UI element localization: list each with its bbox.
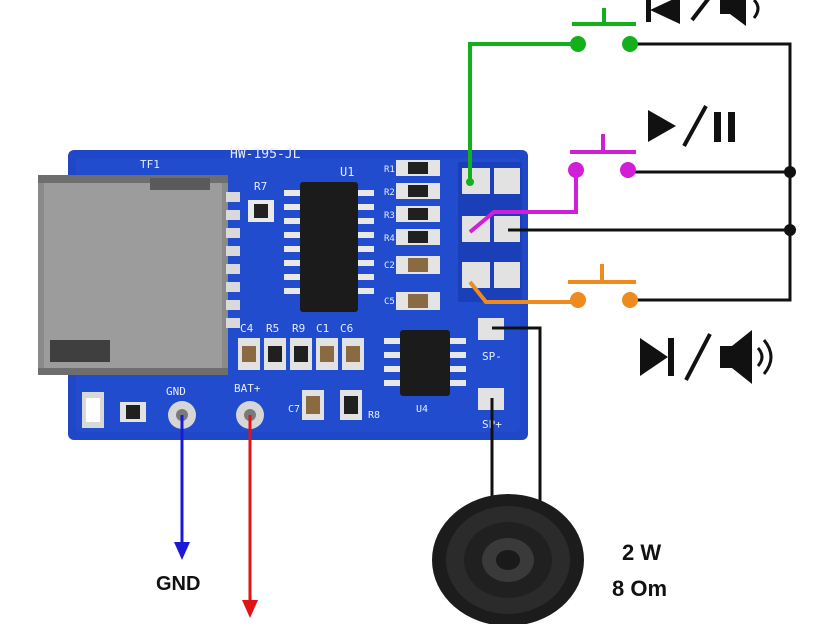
- ic-u1: [284, 182, 374, 312]
- push-button-next-vol-up[interactable]: [568, 264, 638, 308]
- green-wire: [468, 42, 578, 182]
- speaker-wires: [490, 326, 542, 510]
- slash-divider-icon: [690, 0, 710, 22]
- next-track-icon: [640, 338, 674, 376]
- slash-divider-icon-2: [684, 333, 712, 381]
- speaker-icon: [432, 494, 584, 624]
- resistor-column: [396, 160, 440, 310]
- black-common-wires: [508, 42, 792, 302]
- push-button-play-pause[interactable]: [568, 134, 636, 178]
- c4-label: C4: [240, 322, 254, 335]
- ic-u4: [384, 330, 466, 396]
- c2-label: C2: [384, 261, 395, 271]
- u4-label: U4: [416, 404, 428, 415]
- play-pause-icon: [648, 105, 735, 147]
- junction-dot-2: [784, 224, 796, 236]
- u1-label: U1: [340, 165, 354, 179]
- gnd-pin-label: GND: [166, 385, 186, 398]
- c5-label: C5: [384, 297, 395, 307]
- tf-label: TF1: [140, 158, 160, 171]
- c1-label: C1: [316, 322, 329, 335]
- speaker-impedance-label: 8 Om: [612, 576, 667, 601]
- bat-plus-arrow: [242, 415, 258, 618]
- sd-contact-pads: [226, 192, 240, 328]
- speaker-power-label: 2 W: [622, 540, 661, 565]
- r3-label: R3: [384, 211, 395, 221]
- r9-label: R9: [292, 322, 305, 335]
- r5-label: R5: [266, 322, 279, 335]
- c6-label: C6: [340, 322, 353, 335]
- gnd-arrow: [174, 415, 190, 560]
- sd-card-slot: [38, 175, 228, 375]
- junction-dot-1: [784, 166, 796, 178]
- bat-pin-label: BAT+: [234, 382, 261, 395]
- volume-down-icon: [720, 0, 760, 26]
- smd-component-row: [238, 338, 364, 370]
- push-button-prev-vol-down[interactable]: [570, 8, 638, 52]
- volume-up-icon: [720, 330, 773, 384]
- resistor-r7: [248, 200, 274, 222]
- c7-label: C7: [288, 404, 300, 415]
- magenta-wire: [468, 170, 578, 234]
- c7-r8-components: [302, 390, 362, 420]
- bottom-left-components: [82, 392, 146, 428]
- gnd-text-label: GND: [156, 573, 200, 595]
- r4-label: R4: [384, 234, 395, 244]
- prev-track-icon: [646, 0, 680, 24]
- r1-label: R1: [384, 165, 395, 175]
- orange-wire: [468, 280, 578, 304]
- sp-minus-label: SP-: [482, 350, 502, 363]
- board-model-label: HW-195-JL: [230, 147, 301, 162]
- r7-label: R7: [254, 180, 267, 193]
- r2-label: R2: [384, 188, 395, 198]
- r8-label: R8: [368, 410, 380, 421]
- green-wire-junction: [466, 178, 474, 186]
